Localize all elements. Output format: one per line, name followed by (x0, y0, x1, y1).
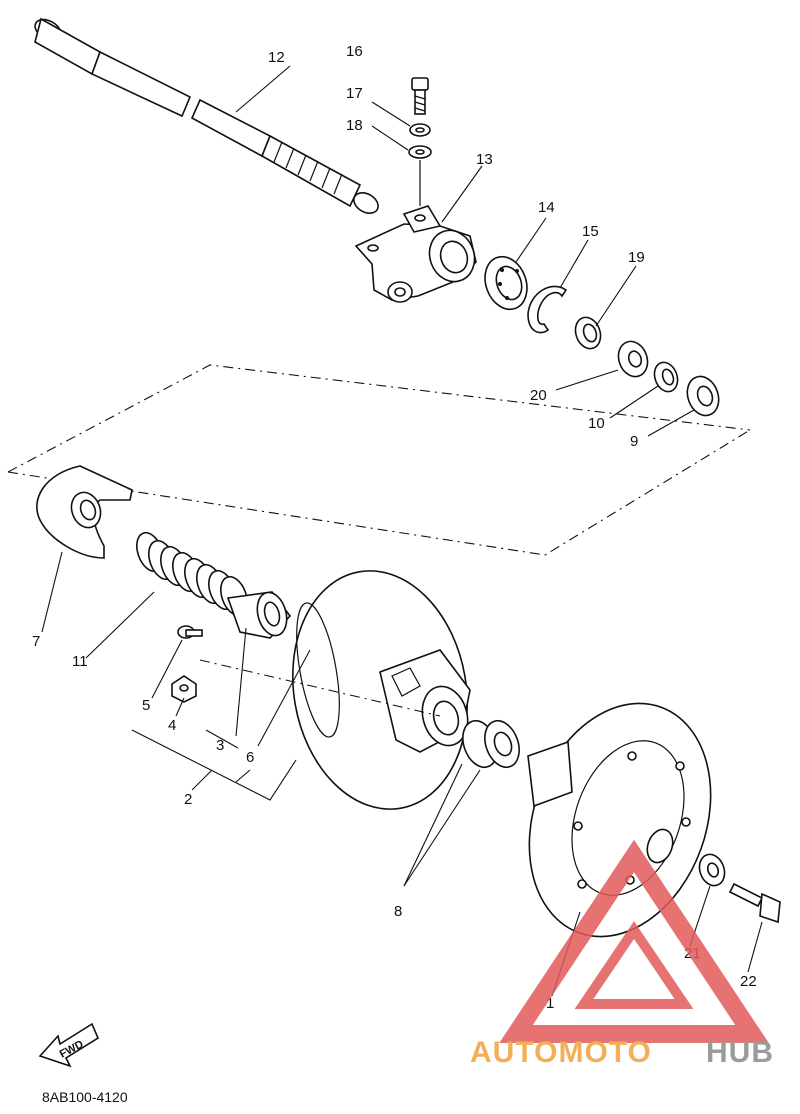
part-15-circlip (527, 285, 568, 334)
callout-10: 10 (588, 415, 605, 432)
callout-6: 6 (246, 749, 254, 766)
watermark-text-automoto: AUTOMOTO (470, 1036, 652, 1069)
callout-7: 7 (32, 633, 40, 650)
part-9-washer (686, 375, 720, 417)
callout-9: 9 (630, 433, 638, 450)
callout-12: 12 (268, 49, 285, 66)
callout-2: 2 (184, 791, 192, 808)
fwd-arrow: FWD (38, 1022, 100, 1068)
callout-15: 15 (582, 223, 599, 240)
callout-20: 20 (530, 387, 547, 404)
part-2-sliding-sheave (291, 570, 471, 810)
watermark-logo: AUTOMOTO HUB (470, 839, 774, 1069)
part-22-bolt (728, 882, 781, 924)
callout-22: 22 (740, 973, 757, 990)
part-19-snap-ring (574, 316, 602, 350)
part-17-lock-washer (409, 123, 431, 137)
fwd-label: FWD (58, 1038, 86, 1060)
drawing-code: 8AB100-4120 (42, 1089, 128, 1105)
callout-13: 13 (476, 151, 493, 168)
callout-5: 5 (142, 697, 150, 714)
part-16-bolt (411, 77, 429, 115)
part-18-washer (408, 145, 432, 159)
callout-17: 17 (346, 85, 363, 102)
part-4-nut (171, 675, 197, 703)
callout-11: 11 (72, 653, 88, 670)
part-14-bearing (484, 255, 528, 311)
part-13-bracket (354, 205, 477, 303)
callout-4: 4 (168, 717, 176, 734)
callout-8: 8 (394, 903, 402, 920)
callout-1: 1 (546, 995, 554, 1012)
callout-3: 3 (216, 737, 224, 754)
watermark-triangle (499, 839, 769, 1043)
part-7-cam (36, 465, 133, 559)
callout-18: 18 (346, 117, 363, 134)
callout-19: 19 (628, 249, 645, 266)
assembly-boundary (7, 364, 751, 473)
part-21-washer (698, 853, 726, 887)
leader-lines (41, 65, 763, 997)
part-20-washer (617, 340, 649, 378)
part-1-fixed-sheave (527, 702, 712, 938)
watermark-text-hub: HUB (706, 1036, 774, 1069)
callout-16: 16 (346, 43, 363, 60)
part-8-collar (462, 719, 520, 769)
part-3-sleeve (226, 591, 292, 639)
part-12-shaft (34, 17, 379, 214)
part-10-clip (653, 361, 679, 393)
callout-14: 14 (538, 199, 555, 216)
part-5-screw (177, 625, 203, 639)
